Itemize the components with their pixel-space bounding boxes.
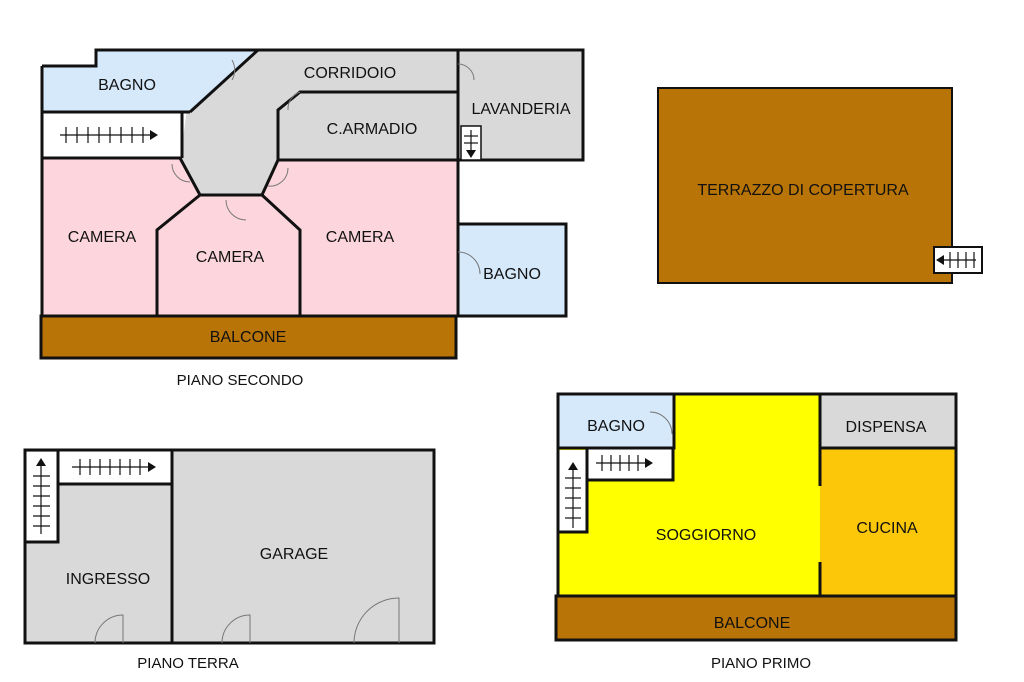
floor-first: BAGNO DISPENSA SOGGIORNO CUCINA BALCONE … <box>554 392 958 672</box>
floor-second: BAGNO CORRIDOIO C.ARMADIO LAVANDERIA CAM… <box>39 48 585 389</box>
label-camera-right: CAMERA <box>326 229 395 246</box>
room-camera-fill <box>42 158 458 316</box>
label-camera-left: CAMERA <box>68 229 137 246</box>
label-bagno-top: BAGNO <box>98 77 156 94</box>
walls-ground <box>23 448 436 645</box>
stair-first-horizontal <box>587 448 673 480</box>
label-bagno-right: BAGNO <box>483 266 541 283</box>
label-ingresso: INGRESSO <box>66 571 150 588</box>
floor-terrace: TERRAZZO DI COPERTURA <box>657 87 983 284</box>
floor-label-ground: PIANO TERRA <box>137 655 238 672</box>
label-bagno-first: BAGNO <box>587 418 645 435</box>
label-terrace: TERRAZZO DI COPERTURA <box>697 182 909 199</box>
room-dispensa-fill <box>820 394 956 448</box>
doors-first <box>649 411 673 435</box>
stair-ground-vertical <box>26 452 58 542</box>
terrace-fill <box>657 87 953 284</box>
stairs-first-horizontal-icon <box>596 455 653 471</box>
walls-second <box>39 48 585 360</box>
floor-label-second: PIANO SECONDO <box>177 372 304 389</box>
label-garage: GARAGE <box>260 546 328 563</box>
label-dispensa: DISPENSA <box>846 419 927 436</box>
label-corridoio: CORRIDOIO <box>304 65 396 82</box>
stairs-second-icon <box>60 127 158 143</box>
balcone-first-fill <box>556 596 956 640</box>
floor-label-first: PIANO PRIMO <box>711 655 811 672</box>
label-lavanderia: LAVANDERIA <box>472 101 571 118</box>
stairs-ground-horizontal-icon <box>72 459 156 475</box>
stairs-ground-vertical-icon <box>33 458 50 534</box>
floor-ground: INGRESSO GARAGE PIANO TERRA <box>23 448 436 672</box>
room-cucina-fill <box>820 448 956 596</box>
doors-second <box>171 59 481 275</box>
balcone-second-fill <box>41 316 456 358</box>
label-balcone-first: BALCONE <box>714 615 790 632</box>
room-bagno-right-fill <box>458 224 566 316</box>
label-balcone-second: BALCONE <box>210 329 286 346</box>
stairs-first-vertical-icon <box>565 462 581 528</box>
stairs-lavanderia-icon <box>460 125 482 161</box>
label-armadio: C.ARMADIO <box>327 121 418 138</box>
room-corridoio-hall <box>180 88 278 195</box>
room-armadio-fill <box>278 92 460 160</box>
room-bagno-first-fill <box>558 394 674 448</box>
label-cucina: CUCINA <box>856 520 918 537</box>
label-soggiorno: SOGGIORNO <box>656 527 756 544</box>
stairs-terrace-icon <box>933 246 983 274</box>
label-camera-mid: CAMERA <box>196 249 265 266</box>
walls-first <box>554 392 958 642</box>
doors-ground <box>94 597 400 644</box>
